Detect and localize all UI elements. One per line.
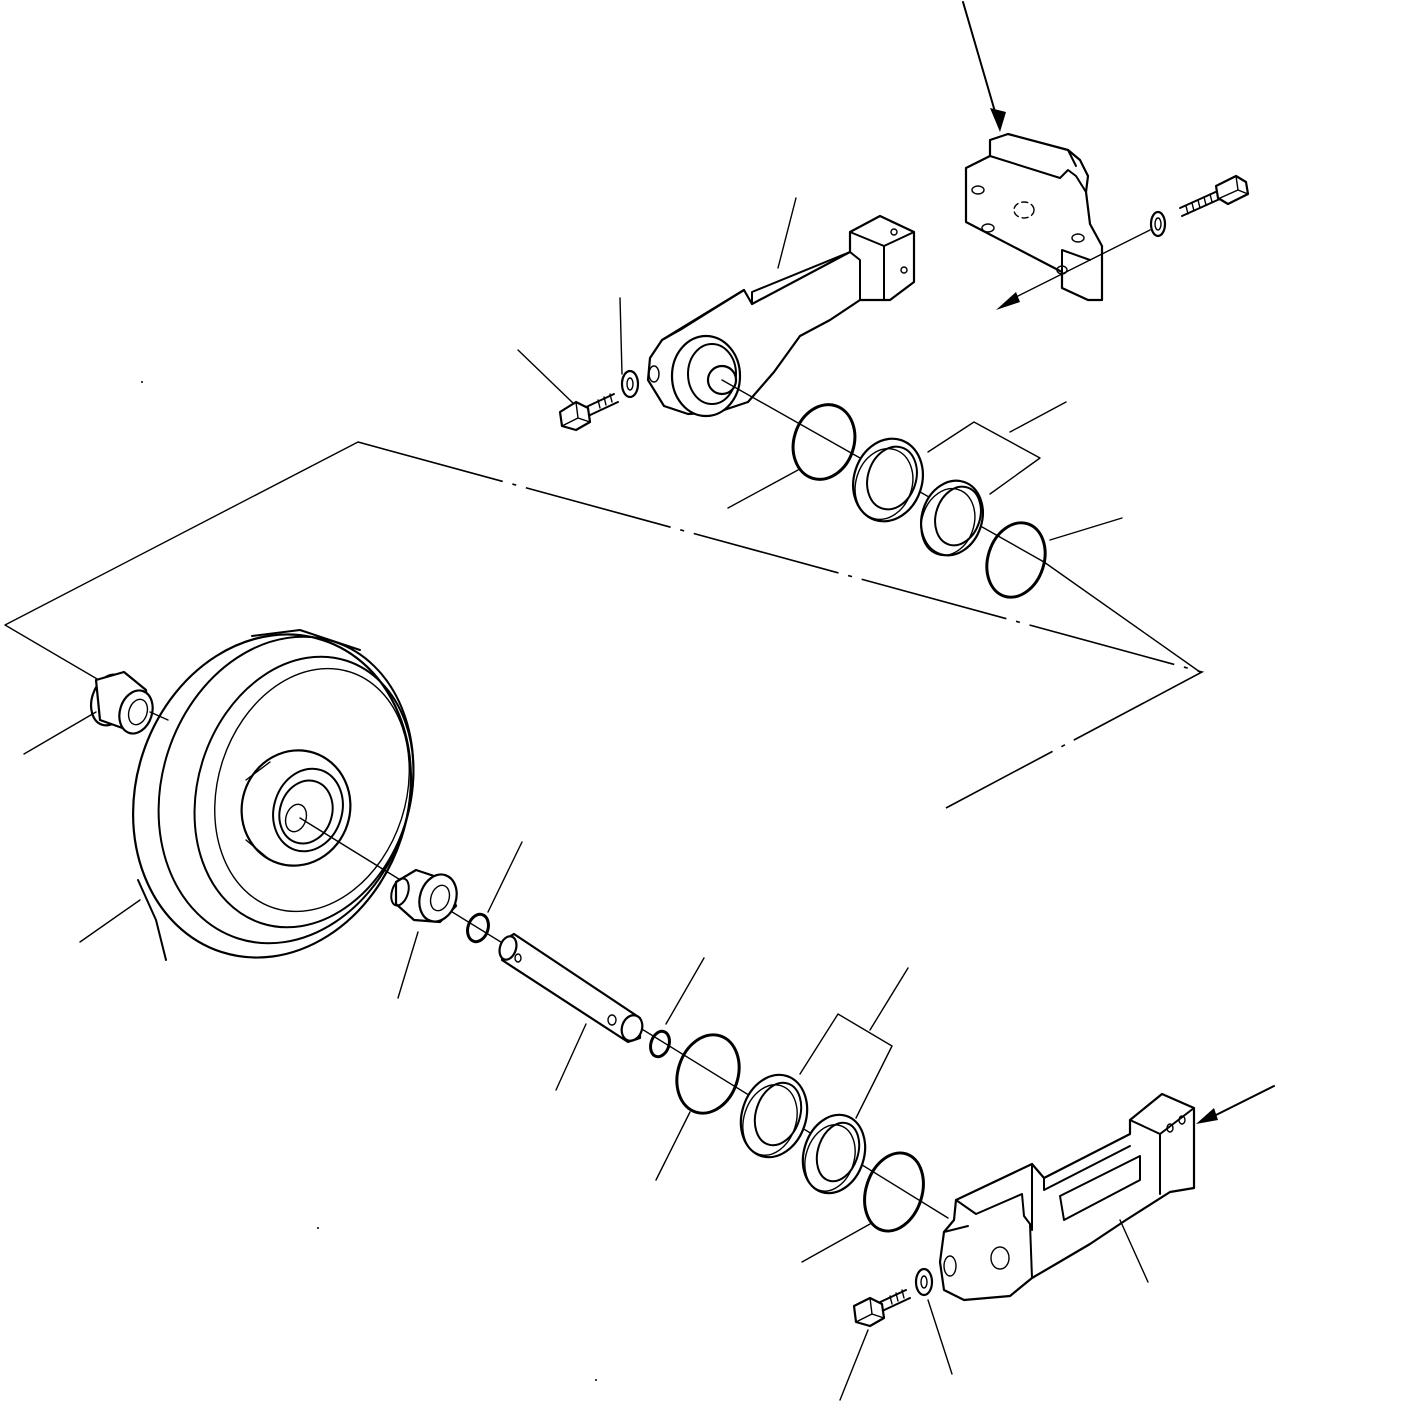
seal-upper-icon	[852, 437, 984, 557]
leader-o-ring-small-b	[665, 957, 705, 1025]
bushing-left-icon	[89, 670, 154, 735]
leader-bracket-upper	[777, 197, 797, 269]
scan-specks	[141, 381, 597, 1381]
bracket-lower-icon	[938, 1092, 1196, 1302]
leader-seal-upper	[927, 401, 1067, 495]
o-ring-upper-large-icon	[985, 521, 1047, 599]
o-ring-upper-icon	[791, 403, 857, 481]
leader-bushing-right	[397, 931, 419, 999]
mount-arrow-top	[962, 1, 1006, 132]
bolt-lower-icon	[852, 1289, 911, 1328]
plate-bolt-icon	[1179, 174, 1250, 217]
plate-washer-icon	[1149, 210, 1167, 238]
bushing-right-icon	[390, 868, 458, 924]
o-ring-small-b-icon	[649, 1029, 671, 1059]
support-plate-icon	[964, 132, 1104, 302]
leader-bushing-left	[23, 711, 97, 755]
bolt-upper-icon	[558, 393, 619, 432]
idler-wheel-icon	[131, 629, 415, 961]
leader-bolt-lower	[839, 1329, 869, 1401]
shaft-icon	[498, 932, 644, 1044]
o-ring-lower-icon	[675, 1033, 741, 1115]
o-ring-lower-large-icon	[863, 1151, 925, 1233]
leader-o-ring-lower	[655, 1111, 691, 1181]
seal-lower-icon	[739, 1073, 867, 1195]
washer-lower-icon	[914, 1267, 934, 1297]
leader-o-ring-upper	[727, 469, 799, 509]
mount-arrow-lower	[1196, 1085, 1275, 1124]
leader-o-ring-upper-large	[1049, 517, 1123, 541]
leader-idler-wheel	[79, 899, 141, 943]
leader-seal-lower	[799, 967, 909, 1119]
leader-washer-lower	[927, 1299, 953, 1375]
leader-shaft	[555, 1023, 587, 1091]
washer-upper-icon	[620, 369, 640, 399]
leader-bolt-upper	[517, 349, 575, 405]
plate-direction-arrow	[996, 229, 1151, 310]
leader-bracket-lower	[1119, 1219, 1149, 1283]
leader-o-ring-small-a	[487, 841, 523, 913]
leader-washer-upper	[619, 297, 623, 375]
bracket-upper-icon	[646, 214, 916, 418]
axis-wheel-left	[149, 711, 169, 721]
o-ring-small-a-icon	[466, 912, 490, 944]
leader-o-ring-lower-large	[801, 1223, 871, 1263]
